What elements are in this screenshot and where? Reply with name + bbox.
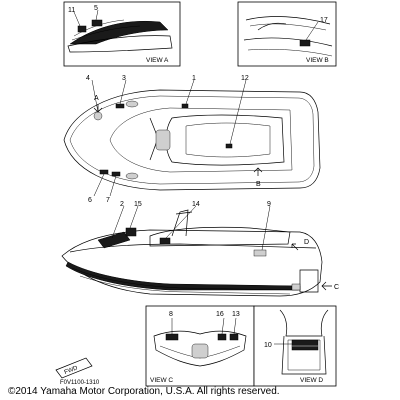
label-4-decal — [93, 111, 103, 121]
label-2-decal — [97, 231, 131, 249]
callout-2: 2 — [120, 201, 124, 208]
callout-12: 12 — [241, 75, 249, 82]
callout-17: 17 — [320, 17, 328, 24]
callout-4: 4 — [86, 75, 90, 82]
arrow-c-label: C — [334, 284, 339, 291]
view-c-panel: 8 16 13 VIEW C — [145, 305, 255, 387]
label-3-decal — [115, 103, 125, 109]
side-view: D C 2 15 14 9 — [61, 201, 339, 297]
label-12-decal — [225, 143, 233, 149]
callout-3: 3 — [122, 75, 126, 82]
figure-code: F0V1100-1310 — [60, 380, 100, 386]
view-d-caption: VIEW D — [300, 377, 323, 384]
callout-15: 15 — [134, 201, 142, 208]
callout-6: 6 — [88, 197, 92, 204]
callout-9: 9 — [267, 201, 271, 208]
label-17-decal — [299, 39, 311, 47]
label-16-decal — [217, 333, 227, 341]
copyright-notice: ©2014 Yamaha Motor Corporation, U.S.A. A… — [8, 386, 280, 397]
callout-14: 14 — [192, 201, 200, 208]
label-6-decal — [99, 169, 109, 175]
label-10-decal — [291, 339, 319, 351]
callout-5: 5 — [94, 5, 98, 12]
callout-16: 16 — [216, 311, 224, 318]
view-b-panel: 17 VIEW B — [237, 1, 337, 67]
view-d-panel: 10 VIEW D — [253, 305, 337, 387]
arrow-b-icon — [253, 167, 263, 176]
callout-13: 13 — [232, 311, 240, 318]
label-15-decal — [125, 227, 137, 237]
view-c-caption: VIEW C — [150, 377, 173, 384]
callout-1: 1 — [192, 75, 196, 82]
callout-10: 10 — [264, 342, 272, 349]
label-14-decal — [159, 237, 171, 245]
callout-8: 8 — [169, 311, 173, 318]
view-a-caption: VIEW A — [146, 57, 169, 64]
label-13-decal — [229, 333, 239, 341]
label-5-decal — [91, 19, 103, 27]
arrow-b-label: B — [256, 181, 261, 188]
view-b-caption: VIEW B — [306, 57, 329, 64]
arrow-a-label: A — [94, 95, 99, 102]
callout-7: 7 — [106, 197, 110, 204]
arrow-d-label: D — [304, 239, 309, 246]
fwd-label: FWD — [64, 365, 80, 376]
callout-11: 11 — [68, 7, 75, 14]
arrow-c-icon — [321, 281, 332, 291]
label-9-decal — [253, 249, 267, 257]
fwd-symbol: FWD — [55, 357, 93, 379]
view-a-panel: 11 5 VIEW A — [63, 1, 181, 67]
label-8-decal — [165, 333, 179, 341]
label-11-decal — [77, 25, 87, 33]
label-1-decal — [181, 103, 189, 109]
arrow-d-icon — [291, 243, 299, 251]
top-view: A B 4 3 1 12 6 7 — [63, 75, 321, 204]
label-7-decal — [111, 171, 121, 177]
